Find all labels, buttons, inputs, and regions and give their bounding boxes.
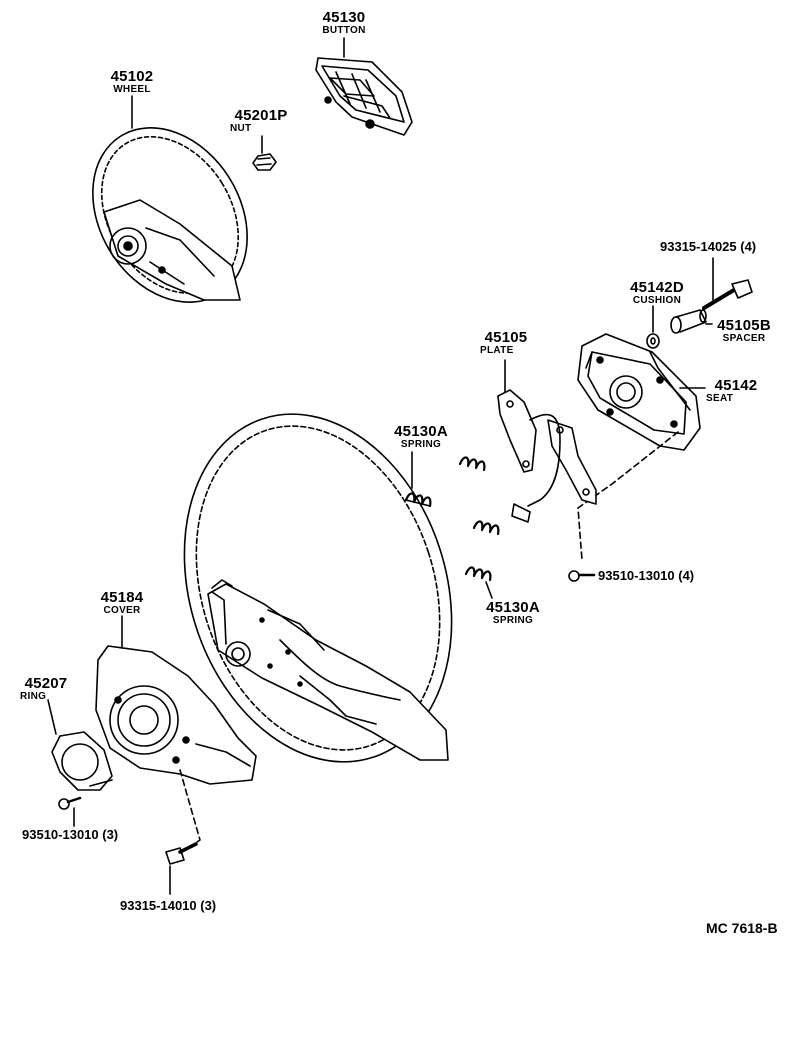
spring-upper-right-part (458, 456, 486, 472)
bolt-bottom-part-number: 93315-14010 (3) (120, 898, 217, 913)
seat-part-number: 45142 (714, 377, 758, 394)
wheel-large-part (183, 413, 453, 763)
cover-part-number: 45184 (100, 589, 144, 606)
plate-part-number: 45105 (484, 329, 528, 346)
spacer-part (670, 309, 707, 334)
spring-middle-part (472, 520, 500, 536)
label-button: 45130 BUTTON (306, 10, 382, 36)
screw-right-part-number: 93510-13010 (4) (598, 568, 695, 583)
label-cushion: 45142D CUSHION (622, 280, 692, 306)
label-spacer: 45105B SPACER (710, 318, 778, 344)
plate-part (497, 389, 597, 523)
label-plate: 45105 PLATE (474, 330, 538, 356)
label-spring-upper: 45130A SPRING (384, 424, 458, 450)
spring-lower-part-number: 45130A (486, 599, 540, 616)
label-spring-lower: 45130A SPRING (476, 600, 550, 626)
cover-part (95, 645, 257, 785)
wheel-part-number: 45102 (110, 68, 154, 85)
ring-leader-line (47, 699, 57, 735)
nut-part-number: 45201P (234, 107, 288, 124)
ring-part-number: 45207 (24, 675, 68, 692)
spring-lower-part-name: SPRING (492, 615, 534, 626)
label-wheel: 45102 WHEEL (94, 69, 170, 95)
seat-part-name: SEAT (706, 393, 734, 404)
bolt-top-part-number: 93315-14025 (4) (660, 239, 757, 254)
drawing-code: MC 7618-B (706, 920, 778, 936)
button-part-number: 45130 (322, 9, 366, 26)
screw-right-part (568, 570, 596, 582)
ring-part-name: RING (20, 691, 47, 702)
seat-part (577, 333, 701, 451)
nut-part (252, 153, 277, 171)
spring-lower-leader-line (485, 581, 493, 599)
wheel-small-part (92, 127, 248, 303)
horn-button-part (315, 57, 413, 136)
label-cover: 45184 COVER (90, 590, 154, 616)
spacer-part-number: 45105B (717, 317, 771, 334)
wheel-part-name: WHEEL (113, 84, 151, 95)
bolt-bottom-part (165, 842, 198, 865)
plate-part-name: PLATE (480, 345, 514, 356)
spring-upper-part-name: SPRING (400, 439, 442, 450)
screw-left-part-number: 93510-13010 (3) (22, 827, 119, 842)
spring-upper-part-number: 45130A (394, 423, 448, 440)
cover-bolt-dashed-line (179, 769, 201, 849)
cover-part-name: COVER (103, 605, 141, 616)
nut-part-name: NUT (230, 123, 252, 134)
button-part-name: BUTTON (322, 25, 366, 36)
bolt-top-part (702, 279, 753, 310)
label-ring: 45207 RING (16, 676, 76, 702)
cushion-part-name: CUSHION (632, 295, 682, 306)
cushion-part (646, 333, 660, 349)
spring-upper-left-part (404, 492, 432, 508)
screw-left-part (58, 796, 82, 810)
ring-part (51, 731, 113, 791)
label-nut: 45201P NUT (222, 108, 300, 134)
spring-lower-part (464, 566, 492, 582)
label-seat: 45142 SEAT (706, 378, 766, 404)
cushion-part-number: 45142D (630, 279, 684, 296)
spacer-part-name: SPACER (722, 333, 766, 344)
